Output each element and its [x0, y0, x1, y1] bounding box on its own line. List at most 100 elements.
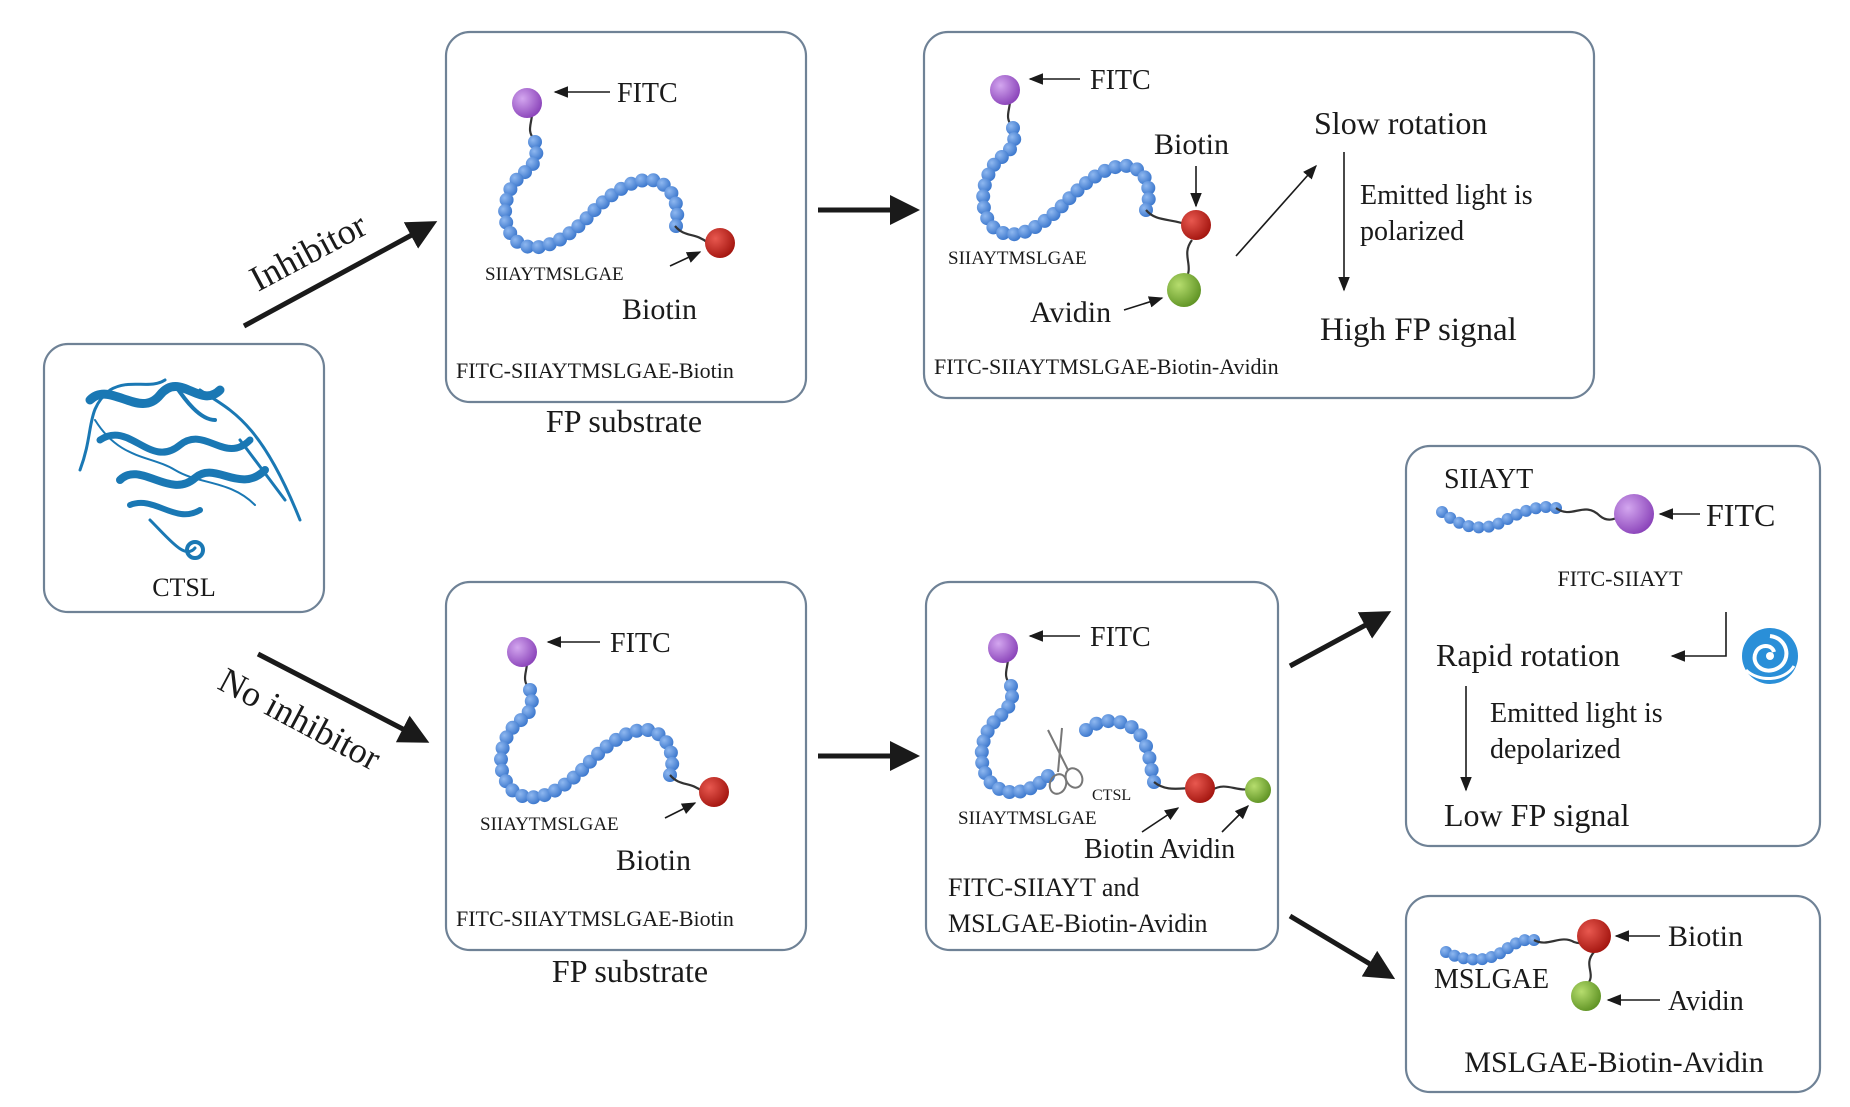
amino-acid-bead [1119, 158, 1134, 173]
no-inhibitor-arrow [256, 651, 430, 743]
amino-acid-bead [520, 239, 535, 254]
emitted-depolarized-line2: depolarized [1490, 734, 1621, 765]
fitc-label: FITC [1090, 65, 1151, 96]
amino-acid-bead [498, 204, 513, 219]
amino-acid-bead [1529, 502, 1542, 515]
amino-acid-bead [641, 723, 655, 737]
biotin-molecule [699, 777, 729, 807]
fragment1-sequence-label: SIIAYT [1444, 464, 1533, 495]
high-fp-signal-label: High FP signal [1320, 312, 1517, 348]
amino-acid-bead [1510, 508, 1523, 521]
sequence-label: SIIAYTMSLGAE [480, 814, 619, 835]
amino-acid-bead [629, 723, 644, 738]
amino-acid-bead [494, 752, 508, 767]
amino-acid-bead [1101, 714, 1116, 729]
fragment1-box [1404, 444, 1822, 848]
inhibitor-arrow [242, 221, 438, 329]
ctsl-label: CTSL [152, 573, 216, 602]
low-fp-signal-label: Low FP signal [1444, 797, 1630, 833]
biotin-label: Biotin [1154, 128, 1229, 161]
amino-acid-bead [1476, 953, 1489, 966]
biotin-label: Biotin [1668, 920, 1743, 953]
amino-acid-bead [523, 683, 537, 697]
amino-acid-bead [1453, 516, 1466, 529]
fitc-molecule [507, 637, 537, 667]
cleaved-box [924, 580, 1280, 952]
substrate-box-top [444, 30, 808, 404]
amino-acid-bead [528, 135, 542, 149]
fragment1-peptide [1436, 494, 1654, 534]
amino-acid-bead [529, 146, 544, 161]
amino-acid-bead [981, 167, 996, 182]
amino-acid-bead [1089, 716, 1104, 731]
amino-acid-bead [670, 207, 685, 222]
biotin-avidin-label: Biotin Avidin [1084, 834, 1235, 865]
amino-acid-bead [976, 189, 991, 204]
amino-acid-bead [1097, 163, 1112, 178]
amino-acid-bead [1002, 785, 1017, 799]
amino-acid-bead [1520, 504, 1533, 517]
amino-acid-bead [499, 215, 514, 230]
rapid-rotation-arrow [1670, 612, 1727, 662]
fragment1-name: FITC-SIIAYT [1557, 566, 1683, 591]
emitted-polarized-line2: polarized [1360, 216, 1464, 247]
amino-acid-bead [1007, 227, 1022, 242]
amino-acid-bead [1466, 953, 1479, 966]
amino-acid-bead [1006, 121, 1020, 135]
amino-acid-bead [526, 790, 541, 805]
biotin-molecule [1577, 919, 1611, 953]
swirl-rotation-icon [1742, 628, 1798, 684]
amino-acid-bead [1004, 679, 1018, 693]
amino-acid-bead [1457, 952, 1470, 965]
amino-acid-bead [668, 196, 683, 211]
amino-acid-bead [1142, 751, 1157, 765]
amino-acid-bead [503, 182, 518, 197]
avidin-molecule [1245, 777, 1271, 803]
amino-acid-bead [1539, 501, 1552, 513]
amino-acid-bead [1079, 723, 1093, 737]
amino-acid-bead [974, 745, 989, 759]
fitc-molecule [512, 88, 542, 118]
fitc-label: FITC [617, 78, 678, 109]
amino-acid-bead [976, 734, 991, 749]
amino-acid-bead [663, 745, 678, 760]
to-fragment1-arrow [1288, 611, 1392, 669]
amino-acid-bead [1137, 170, 1152, 185]
cleaved-products-line1: FITC-SIIAYT and [948, 873, 1139, 902]
to-fragment2-arrow [1288, 913, 1396, 980]
amino-acid-bead [665, 756, 680, 771]
avidin-molecule [1167, 273, 1201, 307]
amino-acid-bead [996, 226, 1011, 240]
peptide-chain-complex [976, 75, 1211, 307]
peptide-chain-top [498, 88, 735, 258]
slow-rotation-label: Slow rotation [1314, 105, 1487, 141]
substrate-box-bottom [444, 580, 808, 952]
amino-acid-bead [524, 694, 539, 709]
cleaved-peptide [974, 633, 1271, 803]
biotin-molecule [1185, 773, 1215, 803]
fitc-label: FITC [1090, 622, 1151, 653]
avidin-label: Avidin [1030, 296, 1111, 329]
rapid-rotation-label: Rapid rotation [1436, 637, 1620, 673]
amino-acid-bead [1482, 520, 1495, 533]
sequence-label: SIIAYTMSLGAE [948, 248, 1087, 269]
biotin-label: Biotin [616, 844, 691, 877]
sequence-label: SIIAYTMSLGAE [485, 264, 624, 285]
fp-substrate-caption: FP substrate [552, 953, 708, 989]
fitc-label: FITC [610, 628, 671, 659]
substrate-name: FITC-SIIAYTMSLGAE-Biotin [456, 358, 734, 383]
peptide-chain-bottom [494, 637, 729, 807]
amino-acid-bead [977, 178, 992, 193]
complex-name: FITC-SIIAYTMSLGAE-Biotin-Avidin [934, 354, 1279, 379]
amino-acid-bead [1139, 739, 1153, 754]
fitc-label: FITC [1706, 497, 1775, 533]
to-slow-rotation-arrow [1235, 164, 1317, 257]
emitted-polarized-line1: Emitted light is [1360, 180, 1533, 211]
amino-acid-bead [499, 192, 514, 207]
amino-acid-bead [1141, 181, 1156, 195]
amino-acid-bead [531, 240, 546, 255]
cleaved-products-line2: MSLGAE-Biotin-Avidin [948, 909, 1208, 938]
ctsl-protein-ribbon-icon [78, 378, 302, 560]
amino-acid-bead [1444, 511, 1457, 524]
